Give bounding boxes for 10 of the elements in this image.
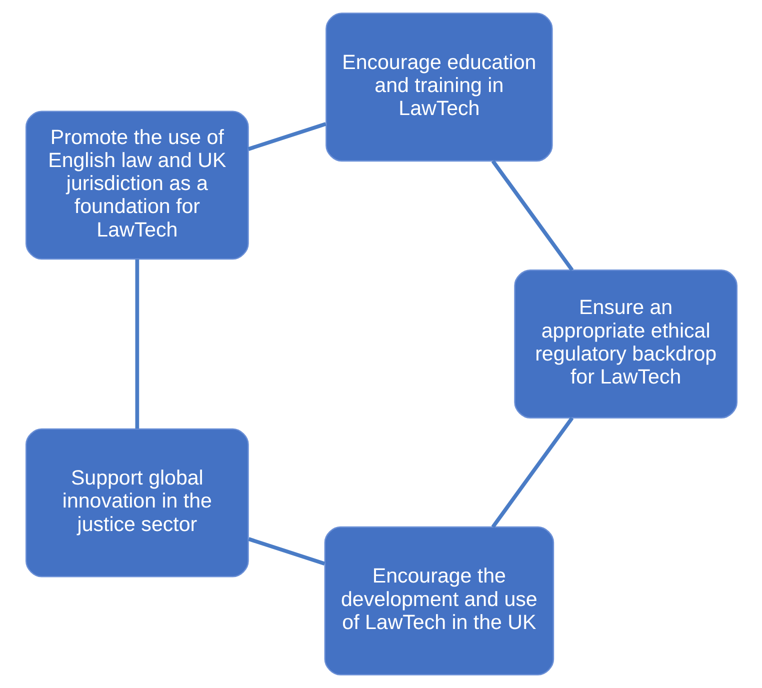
node-box: Ensure an appropriate ethical regulatory backdrop for LawTech [514, 270, 737, 418]
node-box: Encourage the development and use of LawTech in the UK [324, 526, 554, 676]
connector [134, 259, 139, 429]
connector [490, 416, 574, 528]
connector [248, 537, 325, 566]
connector [247, 122, 326, 151]
node-box: Promote the use of English law and UK jurisdiction as a foundation for LawTech [25, 110, 248, 260]
node-box: Support global innovation in the justice sector [25, 428, 248, 578]
node-box: Encourage education and training in LawTech [325, 12, 552, 162]
connector [490, 160, 574, 272]
